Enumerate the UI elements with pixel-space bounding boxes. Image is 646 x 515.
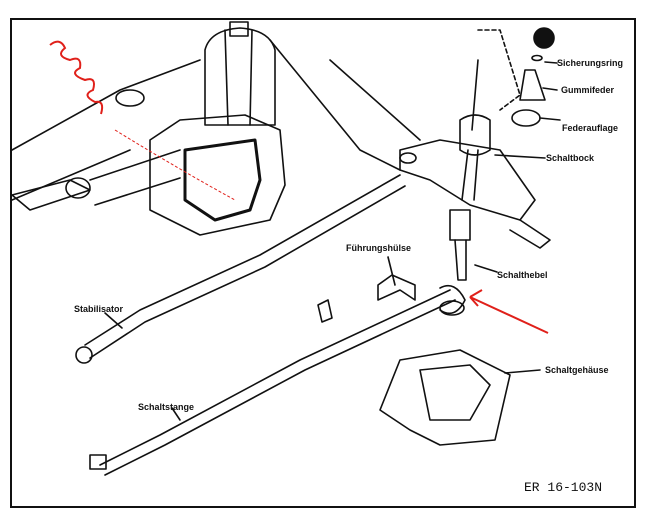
stabilisator-rod xyxy=(84,174,401,346)
shift-lever-rod xyxy=(471,59,479,131)
tube-end xyxy=(65,177,91,199)
schaltgehaeuse-part xyxy=(379,349,511,446)
sicherungsring-part xyxy=(531,54,543,62)
bracket-foot xyxy=(509,219,551,249)
schaltstange-rod xyxy=(99,289,451,466)
knob xyxy=(533,27,555,49)
leader-line xyxy=(539,117,561,121)
leader-line xyxy=(104,312,123,329)
label-sicherungsring: Sicherungsring xyxy=(557,58,624,68)
leader-line xyxy=(542,87,558,91)
label-schaltbock: Schaltbock xyxy=(546,153,595,163)
leader-line xyxy=(544,61,558,64)
clip-part xyxy=(317,299,333,323)
body-panel-line xyxy=(329,59,421,141)
shift-boot-tower xyxy=(204,27,276,126)
schalthebel-joint xyxy=(454,239,467,281)
shaft-top xyxy=(229,21,249,37)
red-scribble-annotation xyxy=(49,40,104,115)
gummifeder-part xyxy=(519,69,546,101)
label-stabilisator: Stabilisator xyxy=(74,304,124,314)
schaltstange-rod-edge xyxy=(104,299,456,476)
label-schalthebel: Schalthebel xyxy=(497,270,548,280)
universal-joint xyxy=(89,454,107,470)
red-line-annotation xyxy=(114,129,236,201)
label-federauflage: Federauflage xyxy=(562,123,619,133)
housing-inner xyxy=(419,364,491,421)
shift-rod-eye-ring xyxy=(439,300,465,316)
leader-line xyxy=(474,264,498,273)
shift-shaft xyxy=(224,29,253,126)
stabilisator-rod-edge xyxy=(89,185,406,359)
body-panel-line xyxy=(269,39,401,171)
lever-lower xyxy=(461,149,479,201)
gearbox-housing xyxy=(149,114,286,236)
label-schaltgehaeuse: Schaltgehäuse xyxy=(545,365,609,375)
schalthebel-part xyxy=(449,209,471,241)
leader-line xyxy=(171,407,181,421)
leader-line xyxy=(504,369,541,374)
fuehrungshuelse-part xyxy=(377,274,416,301)
dashed-guide xyxy=(477,29,521,111)
shift-rod-eye xyxy=(439,284,466,315)
stabilisator-bushing xyxy=(75,346,93,364)
body-panel-line xyxy=(11,149,131,201)
label-fuehrungshuelse: Führungshülse xyxy=(346,243,411,253)
federauflage-part xyxy=(511,109,541,127)
body-panel-line xyxy=(11,59,201,151)
label-gummifeder: Gummifeder xyxy=(561,85,615,95)
figure-code: ER 16-103N xyxy=(524,480,603,495)
tube-body xyxy=(89,149,181,206)
leader-line xyxy=(387,256,396,286)
leader-line xyxy=(494,154,546,159)
mount-bolt xyxy=(115,89,145,107)
bracket-mount xyxy=(399,152,417,164)
red-arrow-annotation xyxy=(469,289,549,334)
lever-pivot xyxy=(459,114,491,156)
gearbox-cutaway xyxy=(183,138,262,222)
label-schaltstange: Schaltstange xyxy=(138,402,195,412)
